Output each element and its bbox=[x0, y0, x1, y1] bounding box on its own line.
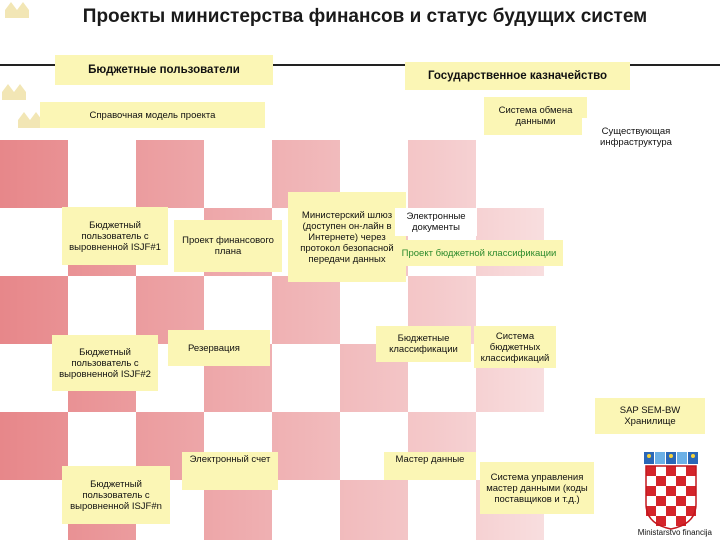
crest-checker-square bbox=[646, 506, 656, 516]
crest-checker-square bbox=[676, 486, 686, 496]
crest-checker-square bbox=[646, 466, 656, 476]
user-isjfn-box: Бюджетный пользователь с выровненной ISJ… bbox=[62, 466, 170, 524]
gateway-box: Министерский шлюз (доступен он-лайн в Ин… bbox=[288, 192, 406, 282]
crest-checker-square bbox=[666, 466, 676, 476]
crest-checker-square bbox=[676, 496, 686, 506]
exchange-system-box: Система обмена данными bbox=[484, 97, 587, 135]
croatian-coat-of-arms-icon bbox=[644, 452, 698, 530]
crest-checker-square bbox=[686, 466, 696, 476]
footer-ministry-label: Ministarstvo financija bbox=[637, 528, 712, 537]
crest-checker-square bbox=[686, 476, 696, 486]
crest-checker-square bbox=[676, 506, 686, 516]
reference-model-box: Справочная модель проекта bbox=[40, 102, 265, 128]
crest-checker-square bbox=[646, 486, 656, 496]
crest-checker-square bbox=[656, 516, 666, 526]
crest-checker-square bbox=[646, 496, 656, 506]
budget-class-project-box: Проект бюджетной классификации bbox=[395, 240, 563, 266]
crest-checker-square bbox=[676, 466, 686, 476]
treasury-box: Государственное казначейство bbox=[405, 62, 630, 90]
crest-checker-square bbox=[666, 516, 676, 526]
crest-checker-square bbox=[666, 486, 676, 496]
mdm-system-box: Система управления мастер данными (коды … bbox=[480, 462, 594, 514]
crest-checker-square bbox=[676, 516, 686, 526]
crest-checker-square bbox=[656, 466, 666, 476]
crown-icon bbox=[2, 2, 42, 128]
e-documents-box: Электронные документы bbox=[395, 208, 477, 236]
fin-plan-box: Проект финансового плана bbox=[174, 220, 282, 272]
crest-checker-square bbox=[686, 486, 696, 496]
user-isjf2-box: Бюджетный пользователь с выровненной ISJ… bbox=[52, 335, 158, 391]
e-account-box: Электронный счет bbox=[182, 452, 278, 490]
crest-checker-square bbox=[676, 476, 686, 486]
sap-storage-box: SAP SEM-BW Хранилище bbox=[595, 398, 705, 434]
class-system-box: Система бюджетных классификаций bbox=[474, 326, 556, 368]
master-data-box: Мастер данные bbox=[384, 452, 476, 480]
crest-checker-square bbox=[656, 476, 666, 486]
user-isjf1-box: Бюджетный пользователь с выровненной ISJ… bbox=[62, 207, 168, 265]
crest-checker-square bbox=[666, 506, 676, 516]
existing-infra-box: Существующая инфраструктура bbox=[582, 118, 690, 156]
budget-classifications-box: Бюджетные классификации bbox=[376, 326, 471, 362]
crest-checker-square bbox=[656, 496, 666, 506]
crest-checker-square bbox=[646, 476, 656, 486]
crest-checker-square bbox=[646, 516, 656, 526]
crest-checker-square bbox=[666, 496, 676, 506]
title-divider bbox=[0, 64, 720, 66]
crest-checker-square bbox=[656, 486, 666, 496]
budget-users-box: Бюджетные пользователи bbox=[55, 55, 273, 85]
crest-checker-square bbox=[686, 516, 696, 526]
crest-checker-square bbox=[686, 506, 696, 516]
crest-checker-square bbox=[686, 496, 696, 506]
crest-checker-square bbox=[666, 476, 676, 486]
page-title: Проекты министерства финансов и статус б… bbox=[82, 6, 648, 27]
reservation-box: Резервация bbox=[168, 330, 270, 366]
crest-checker-square bbox=[656, 506, 666, 516]
